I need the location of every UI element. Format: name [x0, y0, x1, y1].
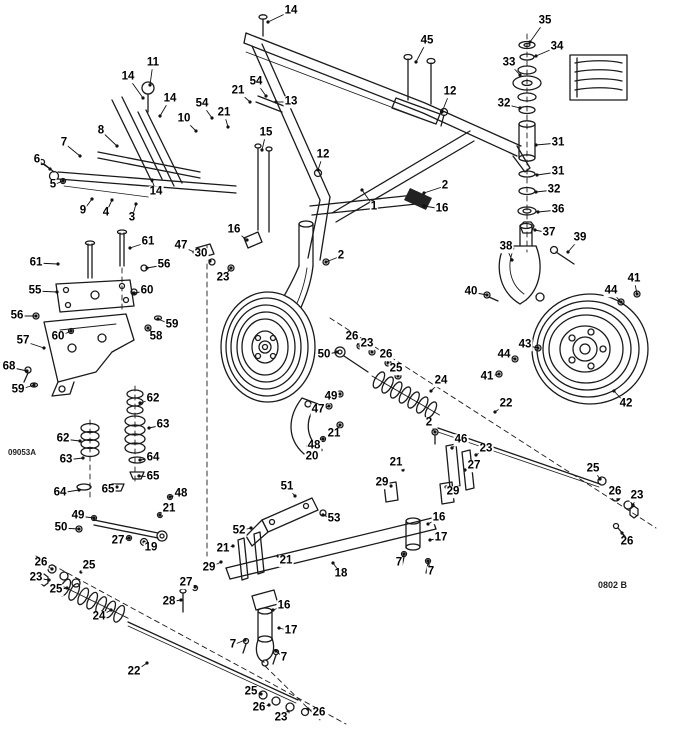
deck-springs	[76, 389, 146, 492]
main-frame	[195, 14, 531, 272]
left-tire	[220, 291, 316, 403]
hanger-bracket-assembly	[23, 229, 163, 397]
figure-code-left: 09053A	[8, 448, 37, 457]
figure-code-right: 0802 B	[598, 580, 628, 590]
lift-arm-assembly	[38, 81, 237, 199]
washer-stack	[512, 40, 542, 234]
detail-inset	[569, 54, 628, 101]
